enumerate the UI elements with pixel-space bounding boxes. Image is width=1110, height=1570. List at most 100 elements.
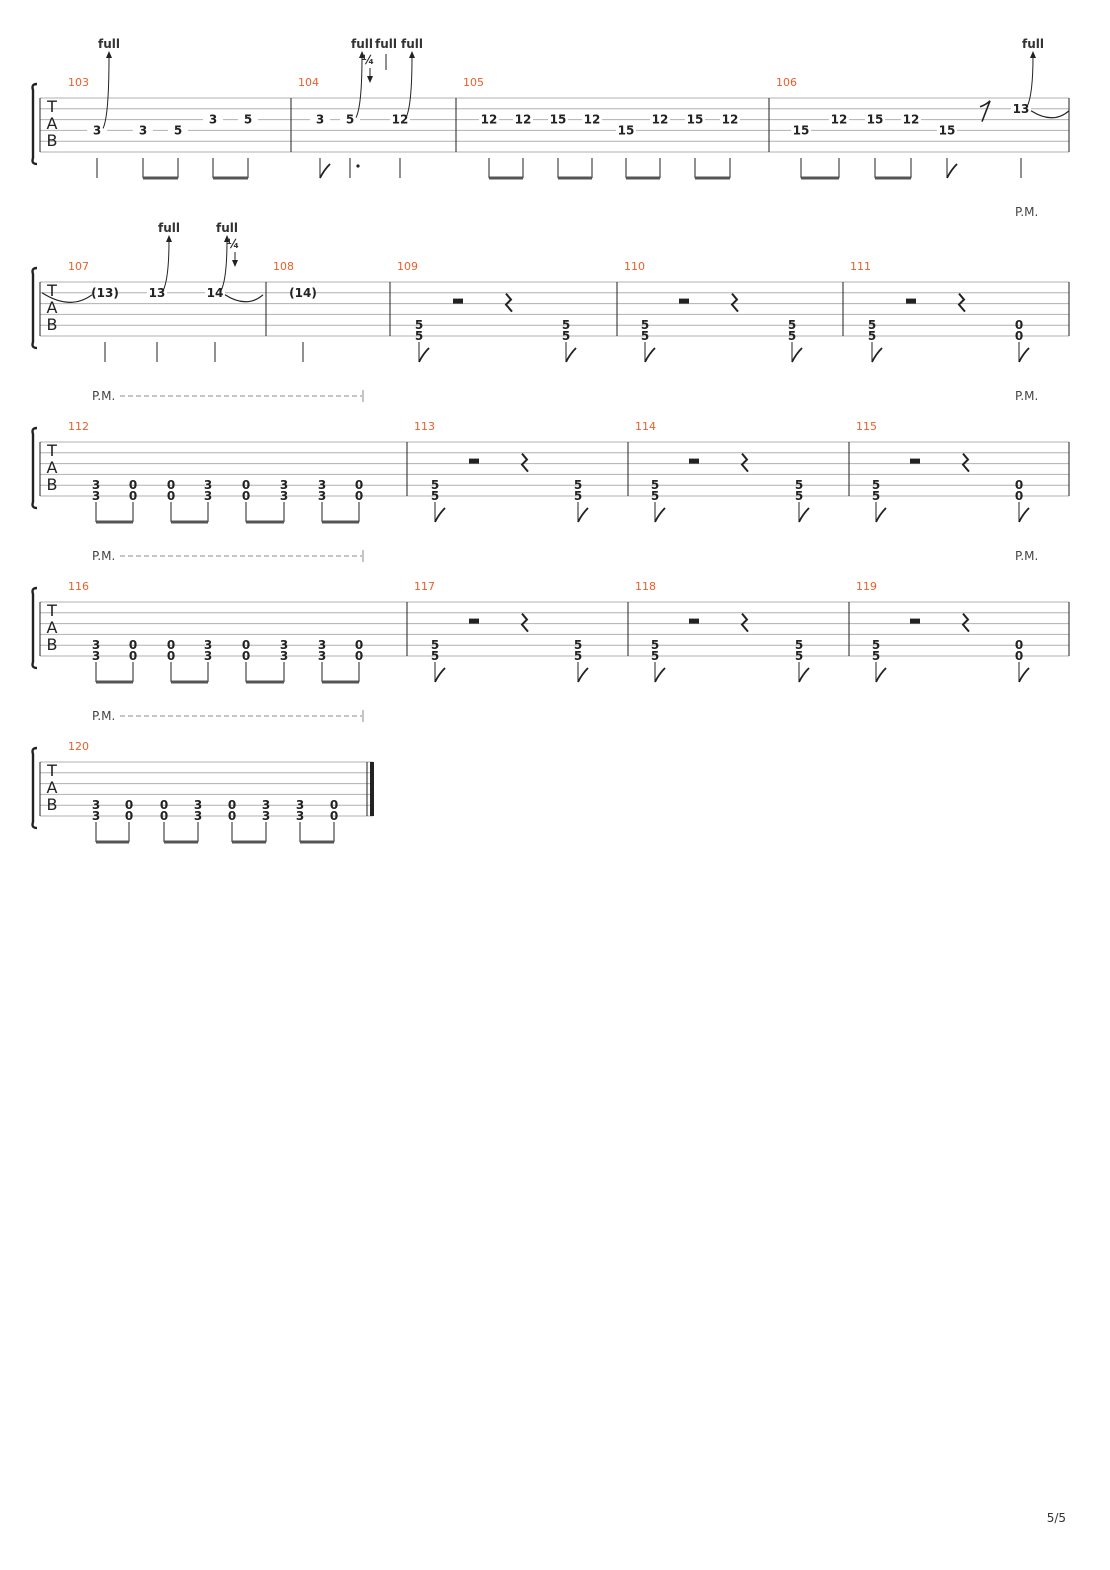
flag-icon xyxy=(1018,347,1030,363)
tab-letter: B xyxy=(47,131,58,150)
fret-number: 3 xyxy=(262,798,270,812)
palm-mute-label: P.M. xyxy=(92,709,115,723)
fret-number: 3 xyxy=(92,809,100,823)
fret-number: 0 xyxy=(1015,318,1023,332)
bend-curve xyxy=(405,55,413,118)
measure-number: 119 xyxy=(856,580,877,593)
fret-number: 12 xyxy=(515,113,532,127)
fret-number: 5 xyxy=(641,318,649,332)
bend-arrow-icon xyxy=(106,51,112,58)
fret-number: 3 xyxy=(280,489,288,503)
bend-amount: full xyxy=(1022,37,1044,51)
tab-letter: B xyxy=(47,315,58,334)
fret-mask xyxy=(513,113,533,126)
fret-number: 3 xyxy=(280,649,288,663)
fret-number: 3 xyxy=(194,809,202,823)
fret-number: 3 xyxy=(280,478,288,492)
flag-icon xyxy=(434,667,446,683)
measure-number: 108 xyxy=(273,260,294,273)
fret-mask xyxy=(720,113,740,126)
fret-number: 0 xyxy=(1015,649,1023,663)
release-arrow-icon xyxy=(232,260,238,267)
fret-number: 5 xyxy=(431,478,439,492)
fret-mask xyxy=(168,124,188,137)
fret-number: 3 xyxy=(204,638,212,652)
fret-number: 0 xyxy=(125,809,133,823)
fret-number: 12 xyxy=(903,113,920,127)
palm-mute-label: P.M. xyxy=(1015,205,1038,219)
measure-number: 120 xyxy=(68,740,89,753)
flag-icon xyxy=(946,163,958,179)
measure-number: 111 xyxy=(850,260,871,273)
system-bracket xyxy=(31,586,38,670)
fret-number: 12 xyxy=(722,113,739,127)
fret-number: 0 xyxy=(167,638,175,652)
fret-number: 5 xyxy=(562,329,570,343)
bend-arrow-icon xyxy=(224,235,230,242)
measure-number: 105 xyxy=(463,76,484,89)
bend-arrow-icon xyxy=(359,51,365,58)
fret-number: 3 xyxy=(316,113,324,127)
fret-number: 0 xyxy=(1015,489,1023,503)
palm-mute-label: P.M. xyxy=(1015,549,1038,563)
fret-mask xyxy=(95,286,115,299)
fret-number: 5 xyxy=(431,638,439,652)
tab-letter: B xyxy=(47,795,58,814)
fret-mask xyxy=(791,124,811,137)
fret-number: 0 xyxy=(160,798,168,812)
flag-icon xyxy=(577,507,589,523)
fret-mask xyxy=(238,113,258,126)
quarter-rest-icon xyxy=(961,612,970,633)
fret-number: 3 xyxy=(204,649,212,663)
system-bracket xyxy=(31,266,38,350)
tab-letter: A xyxy=(47,618,58,637)
flag-icon xyxy=(434,507,446,523)
fret-number: 3 xyxy=(262,809,270,823)
fret-mask xyxy=(650,113,670,126)
fret-mask xyxy=(293,286,313,299)
release-amount: ¼ xyxy=(227,237,239,251)
bend-amount: full xyxy=(216,221,238,235)
fret-number: 12 xyxy=(584,113,601,127)
tab-letter: A xyxy=(47,114,58,133)
tab-letter: T xyxy=(46,601,57,620)
fret-number: 3 xyxy=(92,649,100,663)
fret-number: 0 xyxy=(330,809,338,823)
fret-number: 3 xyxy=(139,123,147,137)
fret-number: 15 xyxy=(550,113,567,127)
fret-number: 0 xyxy=(129,478,137,492)
release-amount: ¼ xyxy=(362,53,374,67)
fret-number: 5 xyxy=(872,649,880,663)
fret-number: 3 xyxy=(318,478,326,492)
half-rest-icon xyxy=(910,458,920,464)
quarter-rest-icon xyxy=(504,292,513,313)
measure-number: 115 xyxy=(856,420,877,433)
fret-number: 5 xyxy=(574,478,582,492)
fret-number: 0 xyxy=(330,798,338,812)
fret-number: 5 xyxy=(574,649,582,663)
tab-letter: A xyxy=(47,298,58,317)
tab-system: TABP.M.107(13)13full14full¼108(14)109555… xyxy=(31,205,1070,363)
tab-letter: A xyxy=(47,778,58,797)
fret-mask xyxy=(582,113,602,126)
fret-number: 0 xyxy=(1015,329,1023,343)
flag-icon xyxy=(798,507,810,523)
fret-number: 13 xyxy=(149,286,166,300)
fret-number: 0 xyxy=(167,489,175,503)
fret-number: (14) xyxy=(289,286,317,300)
half-rest-icon xyxy=(910,618,920,624)
fret-number: 3 xyxy=(92,478,100,492)
bend-curve xyxy=(1026,55,1034,108)
fret-mask xyxy=(479,113,499,126)
fret-number: 3 xyxy=(92,489,100,503)
bend-amount: full xyxy=(98,37,120,51)
fret-number: 14 xyxy=(207,286,224,300)
tab-letter: A xyxy=(47,458,58,477)
fret-number: 5 xyxy=(795,649,803,663)
quarter-rest-icon xyxy=(740,612,749,633)
bend-arrow-icon xyxy=(1030,51,1036,58)
palm-mute-label: P.M. xyxy=(92,389,115,403)
fret-number: 5 xyxy=(651,489,659,503)
flag-icon xyxy=(565,347,577,363)
